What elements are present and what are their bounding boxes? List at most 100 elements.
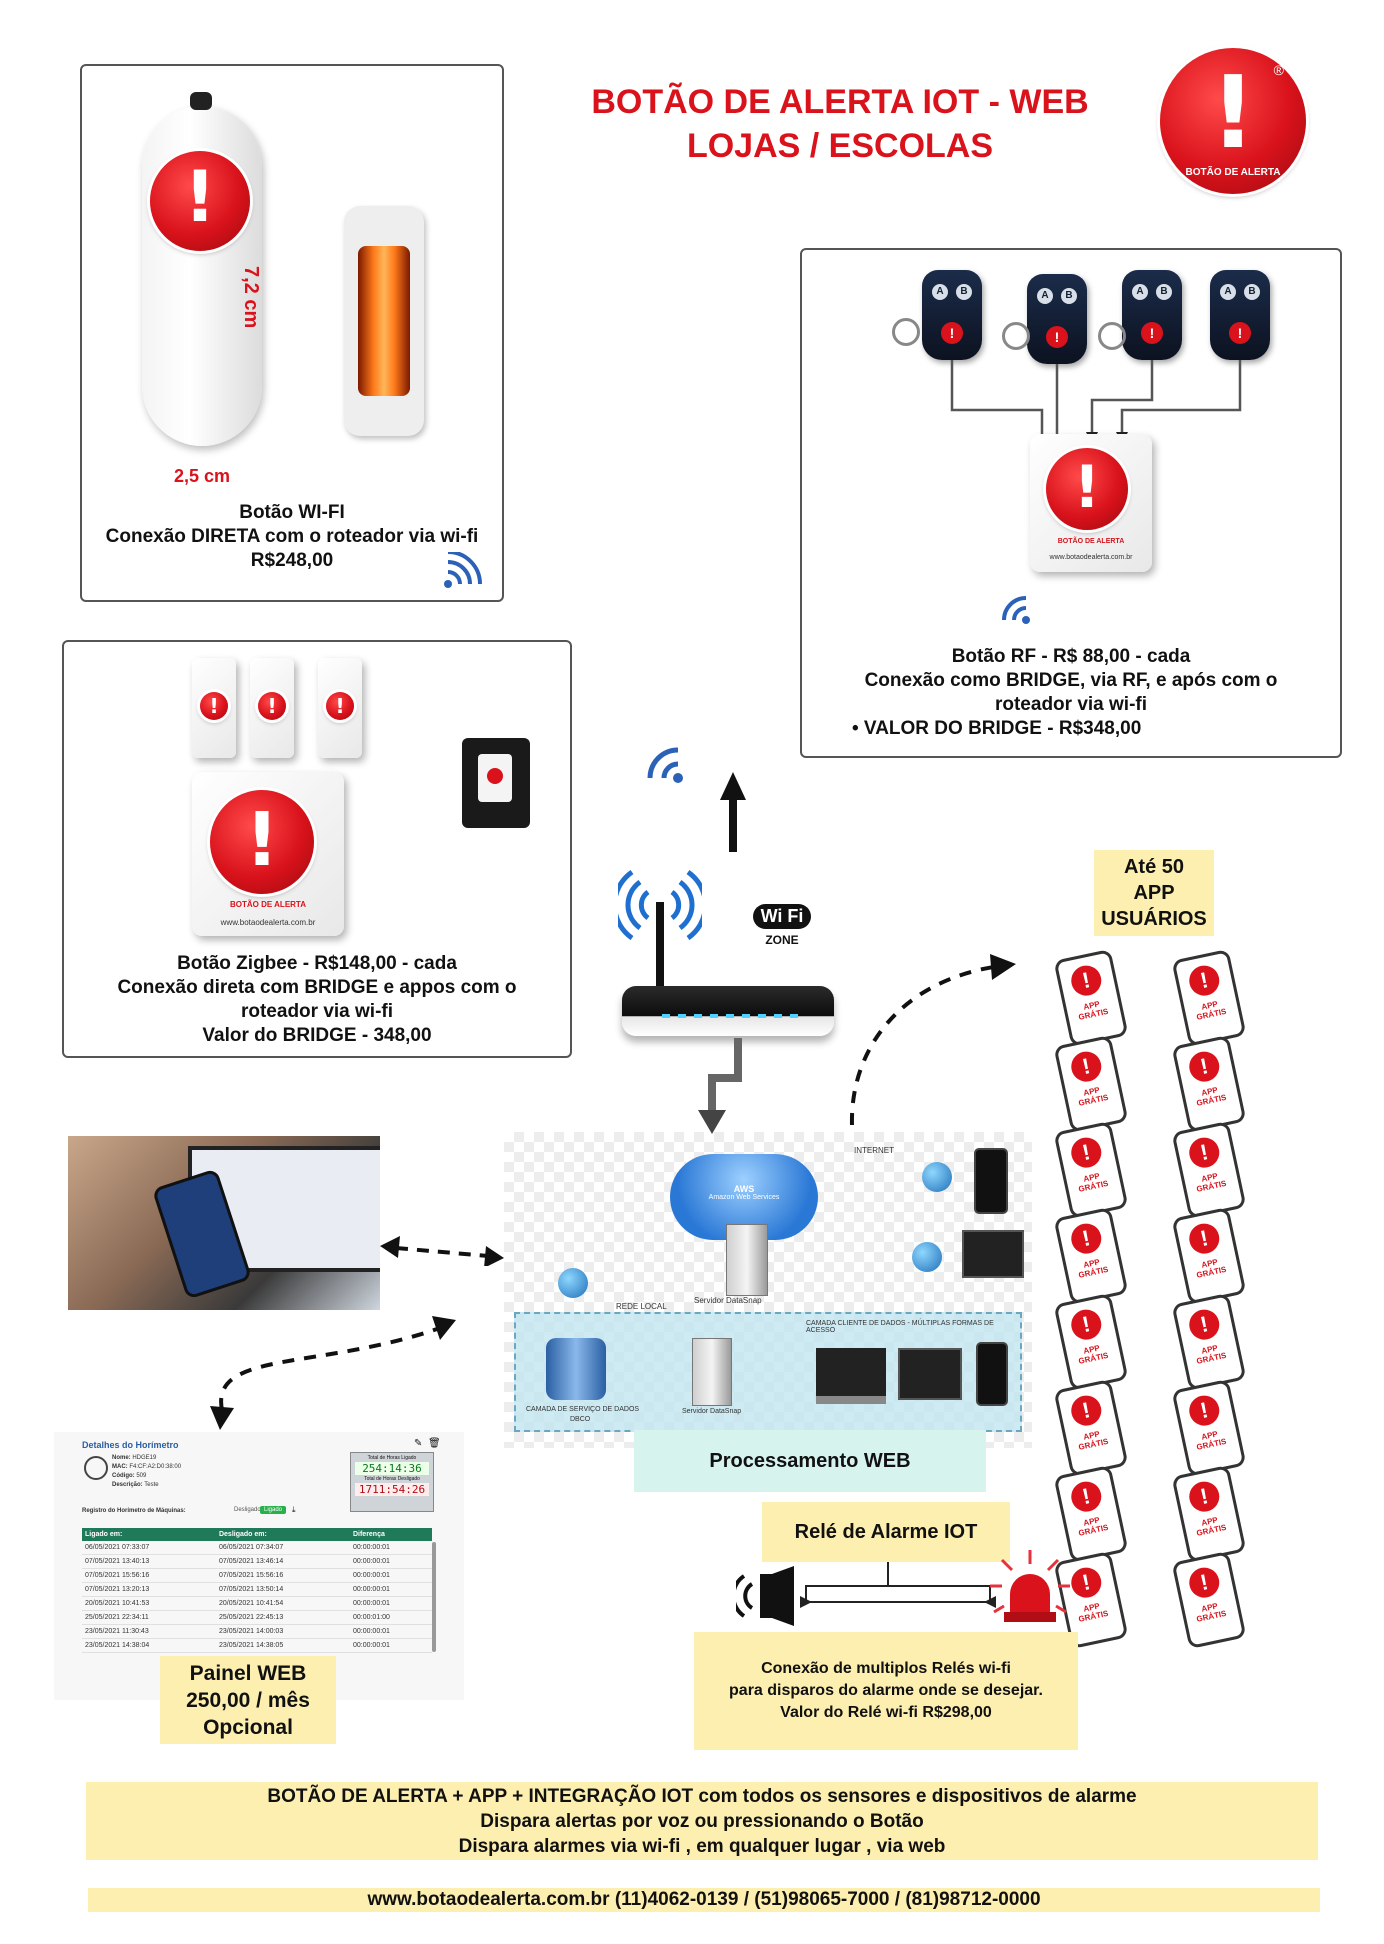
zigbee-button-connection: Conexão direta com BRIDGE e appos com o xyxy=(117,977,517,998)
total-off-label: Total de Horas Desligado xyxy=(364,1476,420,1482)
edit-icon[interactable]: ✎ xyxy=(414,1438,423,1449)
remote-key-a: A xyxy=(1037,288,1053,304)
zigbee-sensor-1: ! xyxy=(192,658,236,758)
table-scrollbar[interactable] xyxy=(432,1542,436,1652)
total-on-value: 254:14:36 xyxy=(355,1462,429,1475)
table-cell: 25/05/2021 22:34:11 xyxy=(82,1610,216,1625)
keyring-icon xyxy=(1098,322,1126,350)
device-alert-badge: ! xyxy=(150,151,250,251)
alarm-siren-icon xyxy=(990,1550,1070,1622)
relay-info-line-2: para disparos do alarme onde se desejar. xyxy=(729,1682,1043,1699)
bridge-alert-badge: ! xyxy=(210,790,314,894)
relay-info-line-1: Conexão de multiplos Relés wi-fi xyxy=(761,1660,1011,1677)
exclamation-icon: ! xyxy=(1197,1483,1211,1510)
exclamation-icon: ! xyxy=(1197,1397,1211,1424)
footer-line-3: Dispara alarmes via wi-fi , em qualquer … xyxy=(458,1836,946,1857)
server-tower-icon xyxy=(726,1224,768,1296)
column-header: Ligado em: xyxy=(82,1528,216,1541)
router-status-lights xyxy=(662,1014,802,1018)
relay-info-box: Conexão de multiplos Relés wi-fi para di… xyxy=(694,1632,1078,1750)
zigbee-bridge-device: ! BOTÃO DE ALERTA www.botaodealerta.com.… xyxy=(192,772,344,936)
exclamation-icon: ! xyxy=(209,694,219,718)
table-cell: 06/05/2021 07:34:07 xyxy=(215,1541,350,1555)
remote-key-b: B xyxy=(1061,288,1077,304)
local-server-icon xyxy=(692,1338,732,1406)
mobile-phone-icon xyxy=(974,1148,1008,1214)
battery-icon xyxy=(358,246,410,396)
remote-key-b: B xyxy=(956,284,972,300)
desc-value: Teste xyxy=(144,1482,159,1488)
mobile-client-icon xyxy=(976,1342,1008,1406)
column-header: Desligado em: xyxy=(215,1528,350,1541)
app-phone: !APP GRÁTIS xyxy=(1171,1464,1247,1564)
footer-contact[interactable]: www.botaodealerta.com.br (11)4062-0139 /… xyxy=(88,1888,1320,1912)
table-cell: 00:00:00:01 xyxy=(349,1554,432,1569)
height-dimension-label: 7,2 cm xyxy=(240,266,262,329)
total-on-label: Total de Horas Ligado xyxy=(367,1455,417,1461)
sensor-alert-badge: ! xyxy=(200,692,228,720)
trash-icon[interactable]: 🗑 xyxy=(428,1438,441,1449)
exclamation-icon: ! xyxy=(1079,967,1093,994)
app-free-label: APP GRÁTIS xyxy=(1077,1257,1110,1280)
total-off-value: 1711:54:26 xyxy=(355,1483,429,1496)
remote-key-a: A xyxy=(1132,284,1148,300)
rf-connection-lines xyxy=(950,360,1242,450)
table-cell: 23/05/2021 14:38:04 xyxy=(82,1638,216,1653)
app-phone: ! APP GRÁTIS xyxy=(1171,1292,1247,1392)
filter-off-button[interactable]: Desligado xyxy=(234,1507,261,1513)
app-free-label: APP GRÁTIS xyxy=(1195,1257,1228,1280)
exclamation-icon: ! xyxy=(245,797,279,883)
app-free-label: APP GRÁTIS xyxy=(1195,1601,1228,1624)
table-cell: 20/05/2021 10:41:53 xyxy=(82,1596,216,1611)
exclamation-icon: ! xyxy=(267,694,277,718)
title-line-1: BOTÃO DE ALERTA IOT - WEB xyxy=(591,83,1089,121)
footer-line-1: BOTÃO DE ALERTA + APP + INTEGRAÇÃO IOT c… xyxy=(267,1786,1137,1807)
footer-summary: BOTÃO DE ALERTA + APP + INTEGRAÇÃO IOT c… xyxy=(86,1782,1318,1860)
bridge-brand: BOTÃO DE ALERTA xyxy=(230,900,306,909)
bridge-alert-badge: ! xyxy=(1046,448,1128,530)
app-users-count: Até 50 xyxy=(1123,856,1185,878)
wifi-button-price: R$248,00 xyxy=(250,550,334,571)
exclamation-icon: ! xyxy=(1197,1569,1211,1596)
exclamation-icon: ! xyxy=(1197,967,1211,994)
table-cell: 00:00:00:01 xyxy=(349,1582,432,1597)
exclamation-icon: ! xyxy=(1079,1225,1093,1252)
filter-on-button[interactable]: Ligado xyxy=(260,1506,287,1514)
zigbee-button-card: ! ! ! ! BOTÃO DE ALERTA www.botaodealert… xyxy=(62,640,572,1058)
app-phone: !APP GRÁTIS xyxy=(1053,1292,1129,1392)
keyring-icon xyxy=(892,318,920,346)
app-free-label: APP GRÁTIS xyxy=(1195,1429,1228,1452)
relay-info-line-3: Valor do Relé wi-fi R$298,00 xyxy=(780,1704,992,1721)
panel-to-cloud-arrow xyxy=(210,1316,456,1430)
exclamation-icon: ! xyxy=(1046,326,1068,348)
exclamation-icon: ! xyxy=(1210,54,1256,171)
wifi-zone-badge: Wi Fi ZONE xyxy=(742,904,822,964)
download-icon[interactable]: ⤓ xyxy=(292,1505,296,1514)
exclamation-icon: ! xyxy=(1197,1053,1211,1080)
registry-table: Ligado em: Desligado em: Diferença 06/05… xyxy=(82,1528,432,1653)
remote-key-b: B xyxy=(1244,284,1260,300)
width-dimension-label: 2,5 cm xyxy=(174,466,231,486)
exclamation-icon: ! xyxy=(1197,1311,1211,1338)
wifi-router-device xyxy=(622,986,834,1036)
exclamation-icon: ! xyxy=(335,694,345,718)
rf-bridge-device: ! BOTÃO DE ALERTA www.botaodealerta.com.… xyxy=(1030,434,1152,572)
app-phone: !APP GRÁTIS xyxy=(1171,1206,1247,1306)
table-cell: 00:00:01:00 xyxy=(349,1610,432,1625)
remote-key-a: A xyxy=(932,284,948,300)
database-icon xyxy=(546,1338,606,1400)
name-value: HDGE19 xyxy=(132,1455,157,1461)
desktop-client-icon xyxy=(898,1348,962,1400)
app-free-label: APP GRÁTIS xyxy=(1195,1343,1228,1366)
